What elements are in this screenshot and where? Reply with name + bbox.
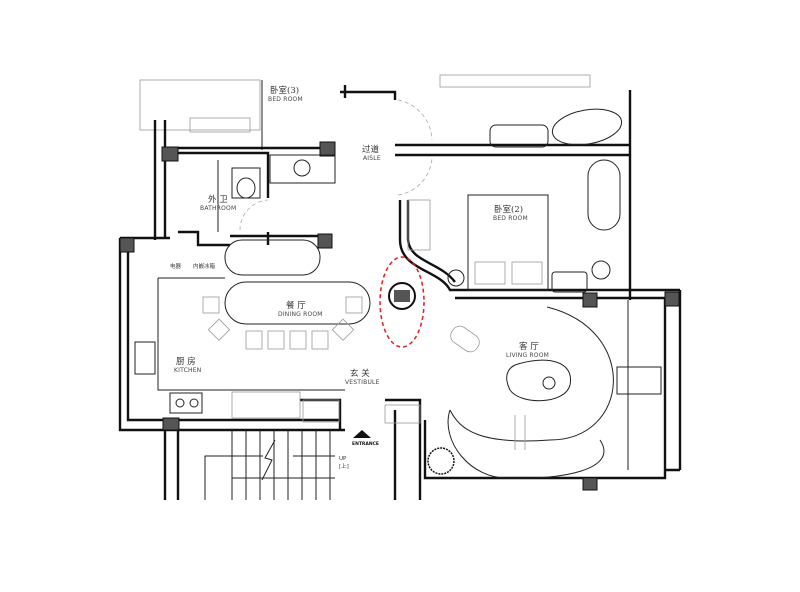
aisle-doors	[397, 99, 433, 251]
bedroom3-furniture	[139, 74, 591, 150]
stairs-up-cn: [上]	[339, 462, 349, 470]
bedroom2-en: BED ROOM	[493, 215, 528, 222]
bathroom-cn: 外 卫	[208, 194, 228, 205]
highlight-ellipse	[379, 256, 425, 348]
living-cn: 客 厅	[519, 341, 539, 352]
dining-en: DINING ROOM	[278, 311, 323, 318]
dining-area	[134, 239, 421, 424]
fridge-label: 内嵌冰箱	[193, 262, 216, 270]
entrance-label: ENTRANCE	[352, 441, 379, 447]
dining-cn: 餐 厅	[286, 301, 306, 311]
bedroom3-cn: 卧室(3)	[270, 85, 299, 96]
kitchen-en: KITCHEN	[174, 367, 201, 374]
stairs-up-en: UP	[339, 456, 347, 462]
room-labels: 卧室(3) BED ROOM 过道 AISLE 外 卫 BATHROOM 电器 …	[170, 85, 549, 470]
living-furniture	[427, 306, 662, 479]
stairs	[204, 430, 371, 500]
columns	[119, 141, 680, 491]
vestibule-cn: 玄 关	[350, 368, 370, 379]
bedroom2-furniture	[447, 108, 629, 470]
living-en: LIVING ROOM	[506, 352, 549, 359]
bathroom-fixtures	[217, 154, 336, 232]
aisle-en: AISLE	[363, 155, 381, 162]
bathroom-en: BATHROOM	[200, 205, 236, 212]
aisle-cn: 过道	[362, 144, 380, 155]
bedroom2-cn: 卧室(2)	[494, 204, 523, 215]
appliance-label: 电器	[170, 262, 182, 270]
kitchen-cn: 厨 房	[176, 356, 196, 367]
bedroom3-en: BED ROOM	[268, 96, 303, 103]
vestibule-en: VESTIBULE	[345, 379, 380, 386]
